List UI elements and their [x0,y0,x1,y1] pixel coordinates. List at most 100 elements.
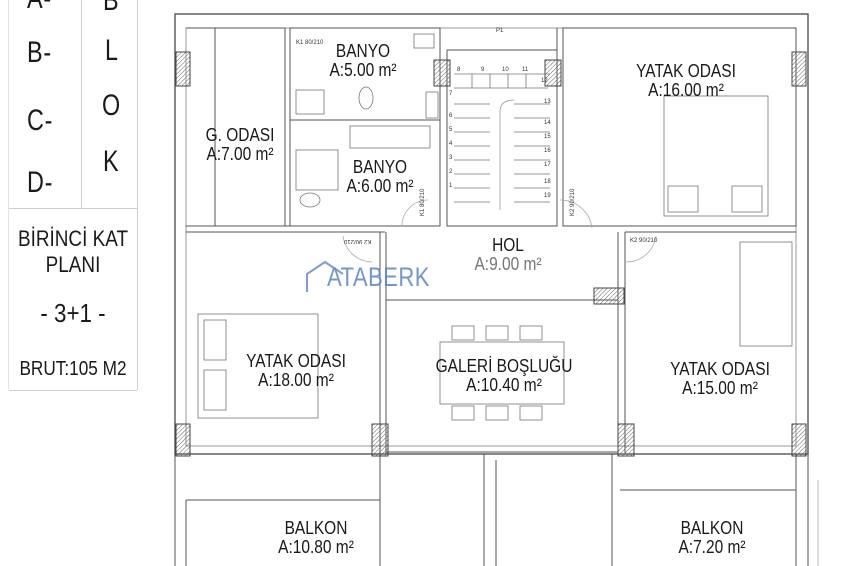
room-name: BALKON [680,518,744,538]
stair-number: 19 [544,193,551,199]
stair-number: 11 [522,67,529,73]
stair-treads [454,74,550,203]
bedroom-top-right [562,27,797,227]
bed [739,241,793,347]
column [791,51,807,87]
floor-title-line: BİRİNCİ KAT [17,226,129,251]
block-letter: A- [27,0,52,16]
stair-number: 6 [449,113,453,119]
column [175,51,191,87]
gross-area: BRUT:105 M2 [19,358,127,380]
room-name: BANYO [352,157,408,177]
room-name: YATAK ODASI [670,359,770,379]
toilet [299,192,321,208]
bathtub [295,89,325,115]
room-area: A:16.00 m² [648,80,724,100]
floor-title-line: PLANI [45,252,101,277]
chair [451,405,475,421]
chair [519,405,543,421]
stair-number: 5 [449,127,453,133]
outer-wall [174,13,809,455]
stair-number: 18 [544,179,551,185]
column [791,423,807,457]
stair-number: 17 [544,162,551,168]
column [433,59,451,87]
block-letter: D- [27,166,54,199]
room-name: HOL [492,235,524,255]
room-area: A:10.80 m² [278,537,354,557]
logo-text: ATABERK [327,262,430,292]
block-word-letter: K [103,145,120,178]
chair [451,325,475,341]
pillow [667,185,699,213]
room-label-gallery-void: GALERİ BOŞLUĞU A:10.40 m² [435,357,573,395]
cabinet [425,91,439,119]
stair-number: 10 [502,67,509,73]
stair-arrow [499,99,515,210]
room-area: A:15.00 m² [682,378,758,398]
door-swing [625,235,657,263]
room-name: BANYO [335,41,391,61]
room-name: BALKON [284,518,348,538]
room-label-bedroom-left: YATAK ODASI A:18.00 m² [236,352,356,390]
pillow [203,319,227,361]
legend-divider [81,0,82,208]
column [617,423,635,457]
room-area: A:10.40 m² [466,375,542,395]
room-label-bedroom-top-right: YATAK ODASI A:16.00 m² [634,62,737,100]
room-name: G. ODASI [205,125,275,145]
legend-divider [9,390,137,391]
stair-number: 15 [544,134,551,140]
door-tag: K1 80/210 [296,40,324,46]
stair-number: 12 [541,78,548,84]
stair-number: 4 [449,141,453,147]
chair [485,325,509,341]
stair-number: 8 [457,67,461,73]
bed [663,95,769,217]
door-swing [559,199,593,229]
unit-type: - 3+1 - [40,298,106,328]
stair-number: 3 [449,155,453,161]
sink [413,33,435,49]
block-word-letter: B [103,0,120,17]
room-area: A:18.00 m² [258,370,334,390]
room-area: A:7.20 m² [678,537,746,557]
room-label-bathroom-2: BANYO A:6.00 m² [337,158,423,196]
door-tag: K1 80/210 [420,188,426,216]
chair [519,325,543,341]
room-label-balcony-left: BALKON A:10.80 m² [264,519,367,557]
stair-number: 16 [544,148,551,154]
dining-table [439,341,565,405]
vanity [349,125,431,149]
shower [295,149,339,191]
pillow [203,369,227,411]
room-area: A:9.00 m² [474,254,542,274]
room-label-balcony-right: BALKON A:7.20 m² [660,519,763,557]
toilet [358,86,374,110]
block-word-letter: O [102,89,121,122]
logo-roof-icon [306,260,344,292]
room-area: A:7.00 m² [206,144,274,164]
stair-number: 9 [481,67,485,73]
pillow [731,185,763,213]
room-label-hall: HOL A:9.00 m² [465,236,551,274]
outer-wall-inner [185,27,797,447]
column [371,423,389,457]
room-label-bathroom-1: BANYO A:5.00 m² [324,42,401,80]
column [544,59,562,87]
stair-number: 14 [544,120,551,126]
door-tag: K2 90/210 [344,238,372,244]
door-tag: K2 90/210 [570,188,576,216]
stair-tag: P1 [496,28,504,34]
room-label-guest-room: G. ODASI A:7.00 m² [197,126,283,164]
room-area: A:6.00 m² [346,176,414,196]
stair-number: 7 [449,91,453,97]
legend-divider [9,208,137,209]
column [175,423,191,457]
stair-number: 13 [544,99,551,105]
legend-panel: A- B- C- D- B L O K BİRİNCİ KAT PLANI - … [8,0,138,391]
room-label-bedroom-right: YATAK ODASI A:15.00 m² [660,360,780,398]
stairwell [446,49,558,227]
room-name: YATAK ODASI [246,351,346,371]
